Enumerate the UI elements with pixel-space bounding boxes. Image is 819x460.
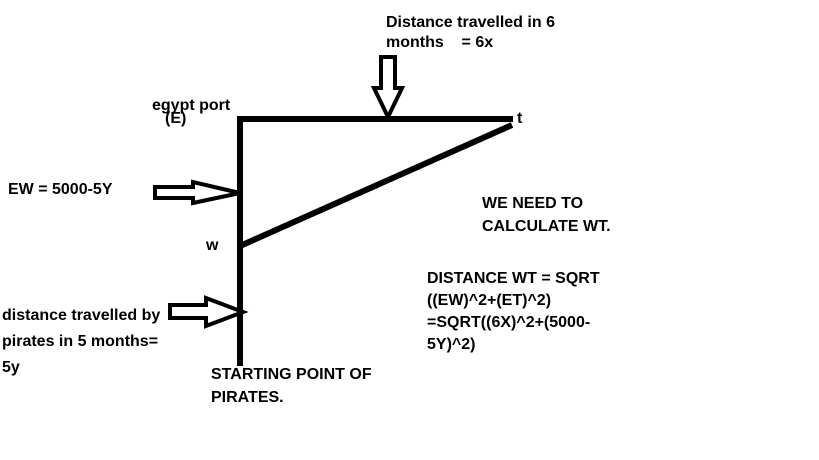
starting-point-label: STARTING POINT OF PIRATES.	[211, 366, 372, 406]
ew-equation-label: EW = 5000-5Y	[8, 181, 113, 198]
point-e-label: (E)	[165, 110, 187, 127]
point-w-label: w	[206, 237, 219, 254]
right-arrow-pirates-icon	[168, 295, 249, 329]
down-arrow-icon	[370, 55, 406, 122]
formula-label: DISTANCE WT = SQRT ((EW)^2+(ET)^2) =SQRT…	[427, 270, 600, 353]
distance-6-months-label: Distance travelled in 6 months = 6x	[386, 14, 555, 51]
egypt-port-label: egypt port	[152, 97, 231, 114]
line-segment-WT	[238, 122, 514, 249]
pirates-distance-label: distance travelled by pirates in 5 month…	[2, 307, 161, 376]
goal-label: WE NEED TO CALCULATE WT.	[482, 195, 611, 235]
right-arrow-ew-icon	[153, 179, 241, 206]
point-t-label: t	[517, 110, 523, 127]
